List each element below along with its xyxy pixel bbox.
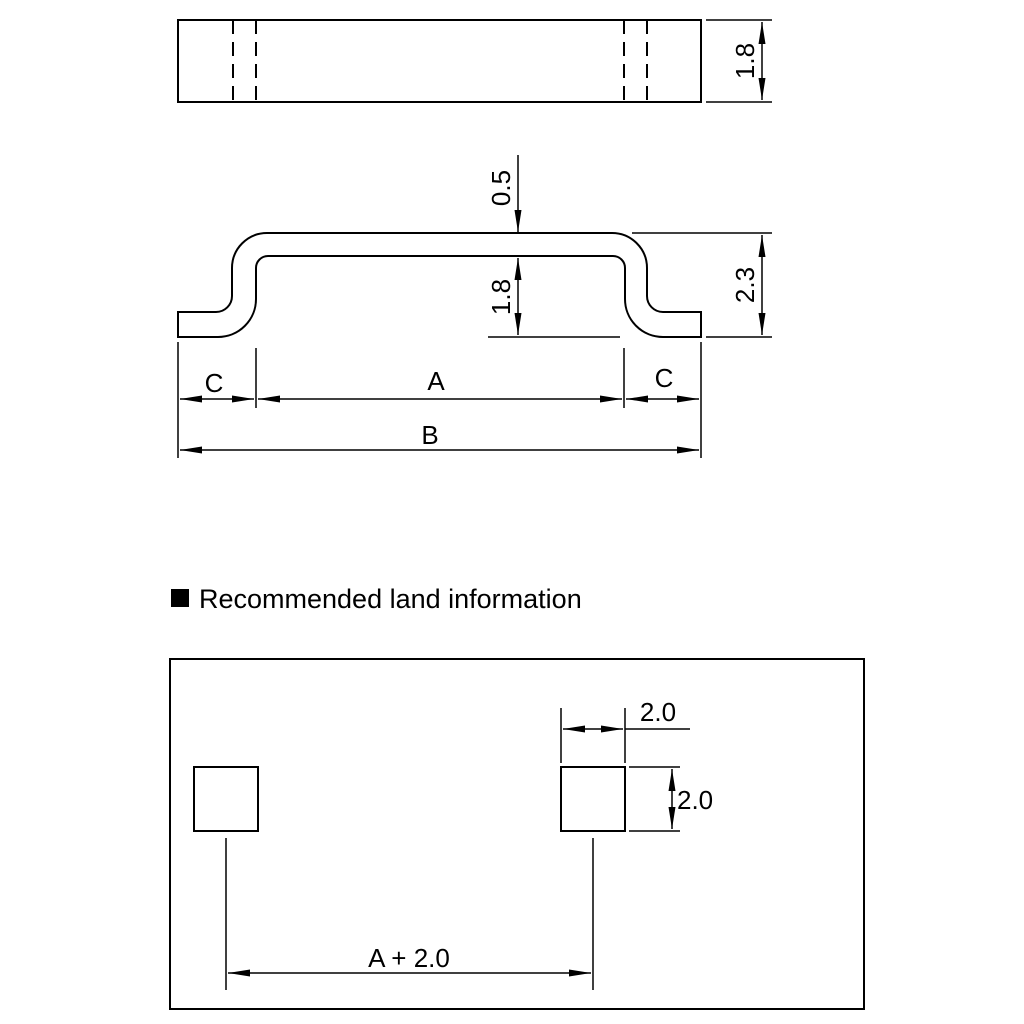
land-section: Recommended land information 2.0 2.0 A +…	[169, 584, 865, 1010]
dimension-label-thickness: 0.5	[486, 170, 516, 206]
land-pad-left	[193, 766, 259, 832]
dimension-label-right-foot: C	[655, 363, 674, 393]
dimension-label-left-foot: C	[205, 368, 224, 398]
dimension-label-height: 1.8	[730, 43, 760, 79]
dimension-label-pad-width: 2.0	[640, 697, 676, 727]
land-pad-right	[560, 766, 626, 832]
dimension-label-pad-height: 2.0	[677, 785, 713, 815]
top-view: 1.8	[177, 19, 772, 103]
side-view: 0.5 1.8 2.3 C A C B	[177, 155, 772, 458]
dimension-label-pad-pitch: A + 2.0	[368, 943, 450, 973]
pcb-outline	[169, 658, 865, 1010]
dimension-label-center-span: A	[427, 366, 445, 396]
dimension-label-inner-height: 1.8	[486, 279, 516, 315]
top-view-outline	[177, 19, 702, 103]
section-title: Recommended land information	[199, 584, 582, 614]
dimension-label-overall-length: B	[421, 420, 438, 450]
section-bullet	[171, 589, 189, 607]
terminal-profile	[177, 232, 702, 338]
dimension-label-total-height: 2.3	[730, 267, 760, 303]
